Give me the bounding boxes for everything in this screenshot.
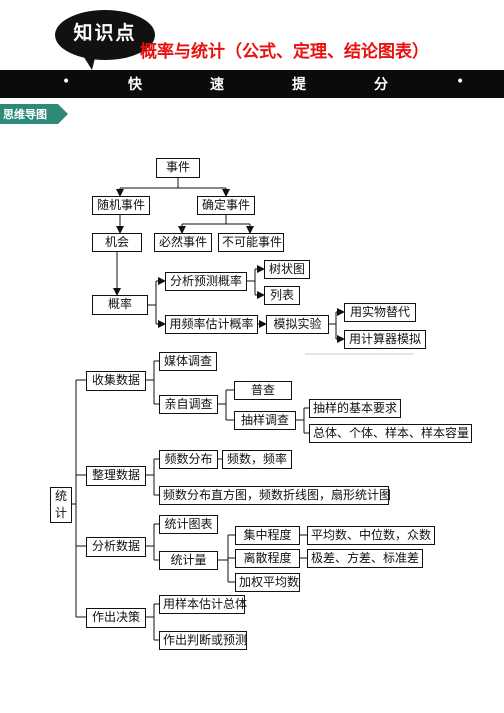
banner-word-3: 提	[292, 77, 306, 93]
node-weighted-mean: 加权平均数	[235, 573, 300, 592]
node-collect-data: 收集数据	[86, 371, 146, 391]
node-self-survey: 亲自调查	[159, 395, 218, 414]
banner-dot-left: •	[62, 74, 71, 90]
node-dispersion-measures: 极差、方差、标准差	[307, 549, 423, 568]
node-list-table: 列表	[264, 286, 300, 305]
node-frequency-estimate: 用频率估计概率	[165, 315, 258, 334]
node-dispersion: 离散程度	[235, 549, 300, 568]
node-make-decision: 作出决策	[86, 608, 146, 628]
node-simulation: 模拟实验	[266, 315, 329, 334]
node-central-tendency: 集中程度	[235, 526, 300, 545]
page-title: 概率与统计（公式、定理、结论图表）	[140, 42, 429, 62]
badge-bubble	[55, 10, 155, 60]
node-charts: 频数分布直方图，频数折线图，扇形统计图	[159, 486, 391, 505]
section-tag: 思维导图	[0, 104, 70, 124]
node-tree-diagram: 树状图	[264, 260, 310, 279]
node-computer-simulation: 用计算器模拟	[344, 330, 426, 349]
node-event: 事件	[156, 158, 200, 178]
node-central-measures: 平均数、中位数，众数	[307, 526, 435, 545]
node-stat-table: 统计图表	[159, 515, 218, 534]
node-sampling: 抽样调查	[234, 411, 296, 430]
badge-label: 知识点	[73, 22, 137, 44]
node-statistics: 统计	[50, 487, 72, 523]
banner: • 快 速 提 分 •	[0, 70, 504, 98]
section-tag-label: 思维导图	[3, 108, 47, 121]
node-chance: 机会	[92, 233, 142, 252]
node-certain-event: 确定事件	[197, 196, 255, 215]
node-physical-substitute: 用实物替代	[344, 303, 416, 322]
node-stat-measure: 统计量	[159, 551, 218, 570]
section-tag-arrow	[58, 104, 68, 124]
banner-dot-right: •	[456, 74, 465, 90]
banner-word-4: 分	[374, 77, 388, 93]
node-census: 普查	[234, 381, 292, 400]
node-random-event: 随机事件	[92, 196, 150, 215]
banner-word-1: 快	[128, 77, 142, 93]
node-sampling-requirements: 抽样的基本要求	[309, 399, 401, 418]
badge-bubble-tail	[82, 54, 96, 70]
node-analyze-data: 分析数据	[86, 537, 146, 557]
node-judge-predict: 作出判断或预测	[159, 631, 247, 650]
node-population-terms: 总体、个体、样本、样本容量	[309, 424, 472, 443]
node-impossible-event: 不可能事件	[218, 233, 284, 252]
node-freq-and-rate: 频数，频率	[222, 450, 292, 469]
node-inevitable-event: 必然事件	[154, 233, 212, 252]
node-media-survey: 媒体调查	[159, 352, 217, 371]
node-analyze-predict: 分析预测概率	[165, 272, 247, 291]
banner-word-2: 速	[210, 77, 224, 93]
section-tag-bar	[0, 104, 58, 124]
node-organize-data: 整理数据	[86, 466, 146, 486]
node-sample-estimate: 用样本估计总体	[159, 595, 247, 614]
node-probability: 概率	[92, 295, 148, 315]
node-freq-distribution: 频数分布	[159, 450, 218, 469]
